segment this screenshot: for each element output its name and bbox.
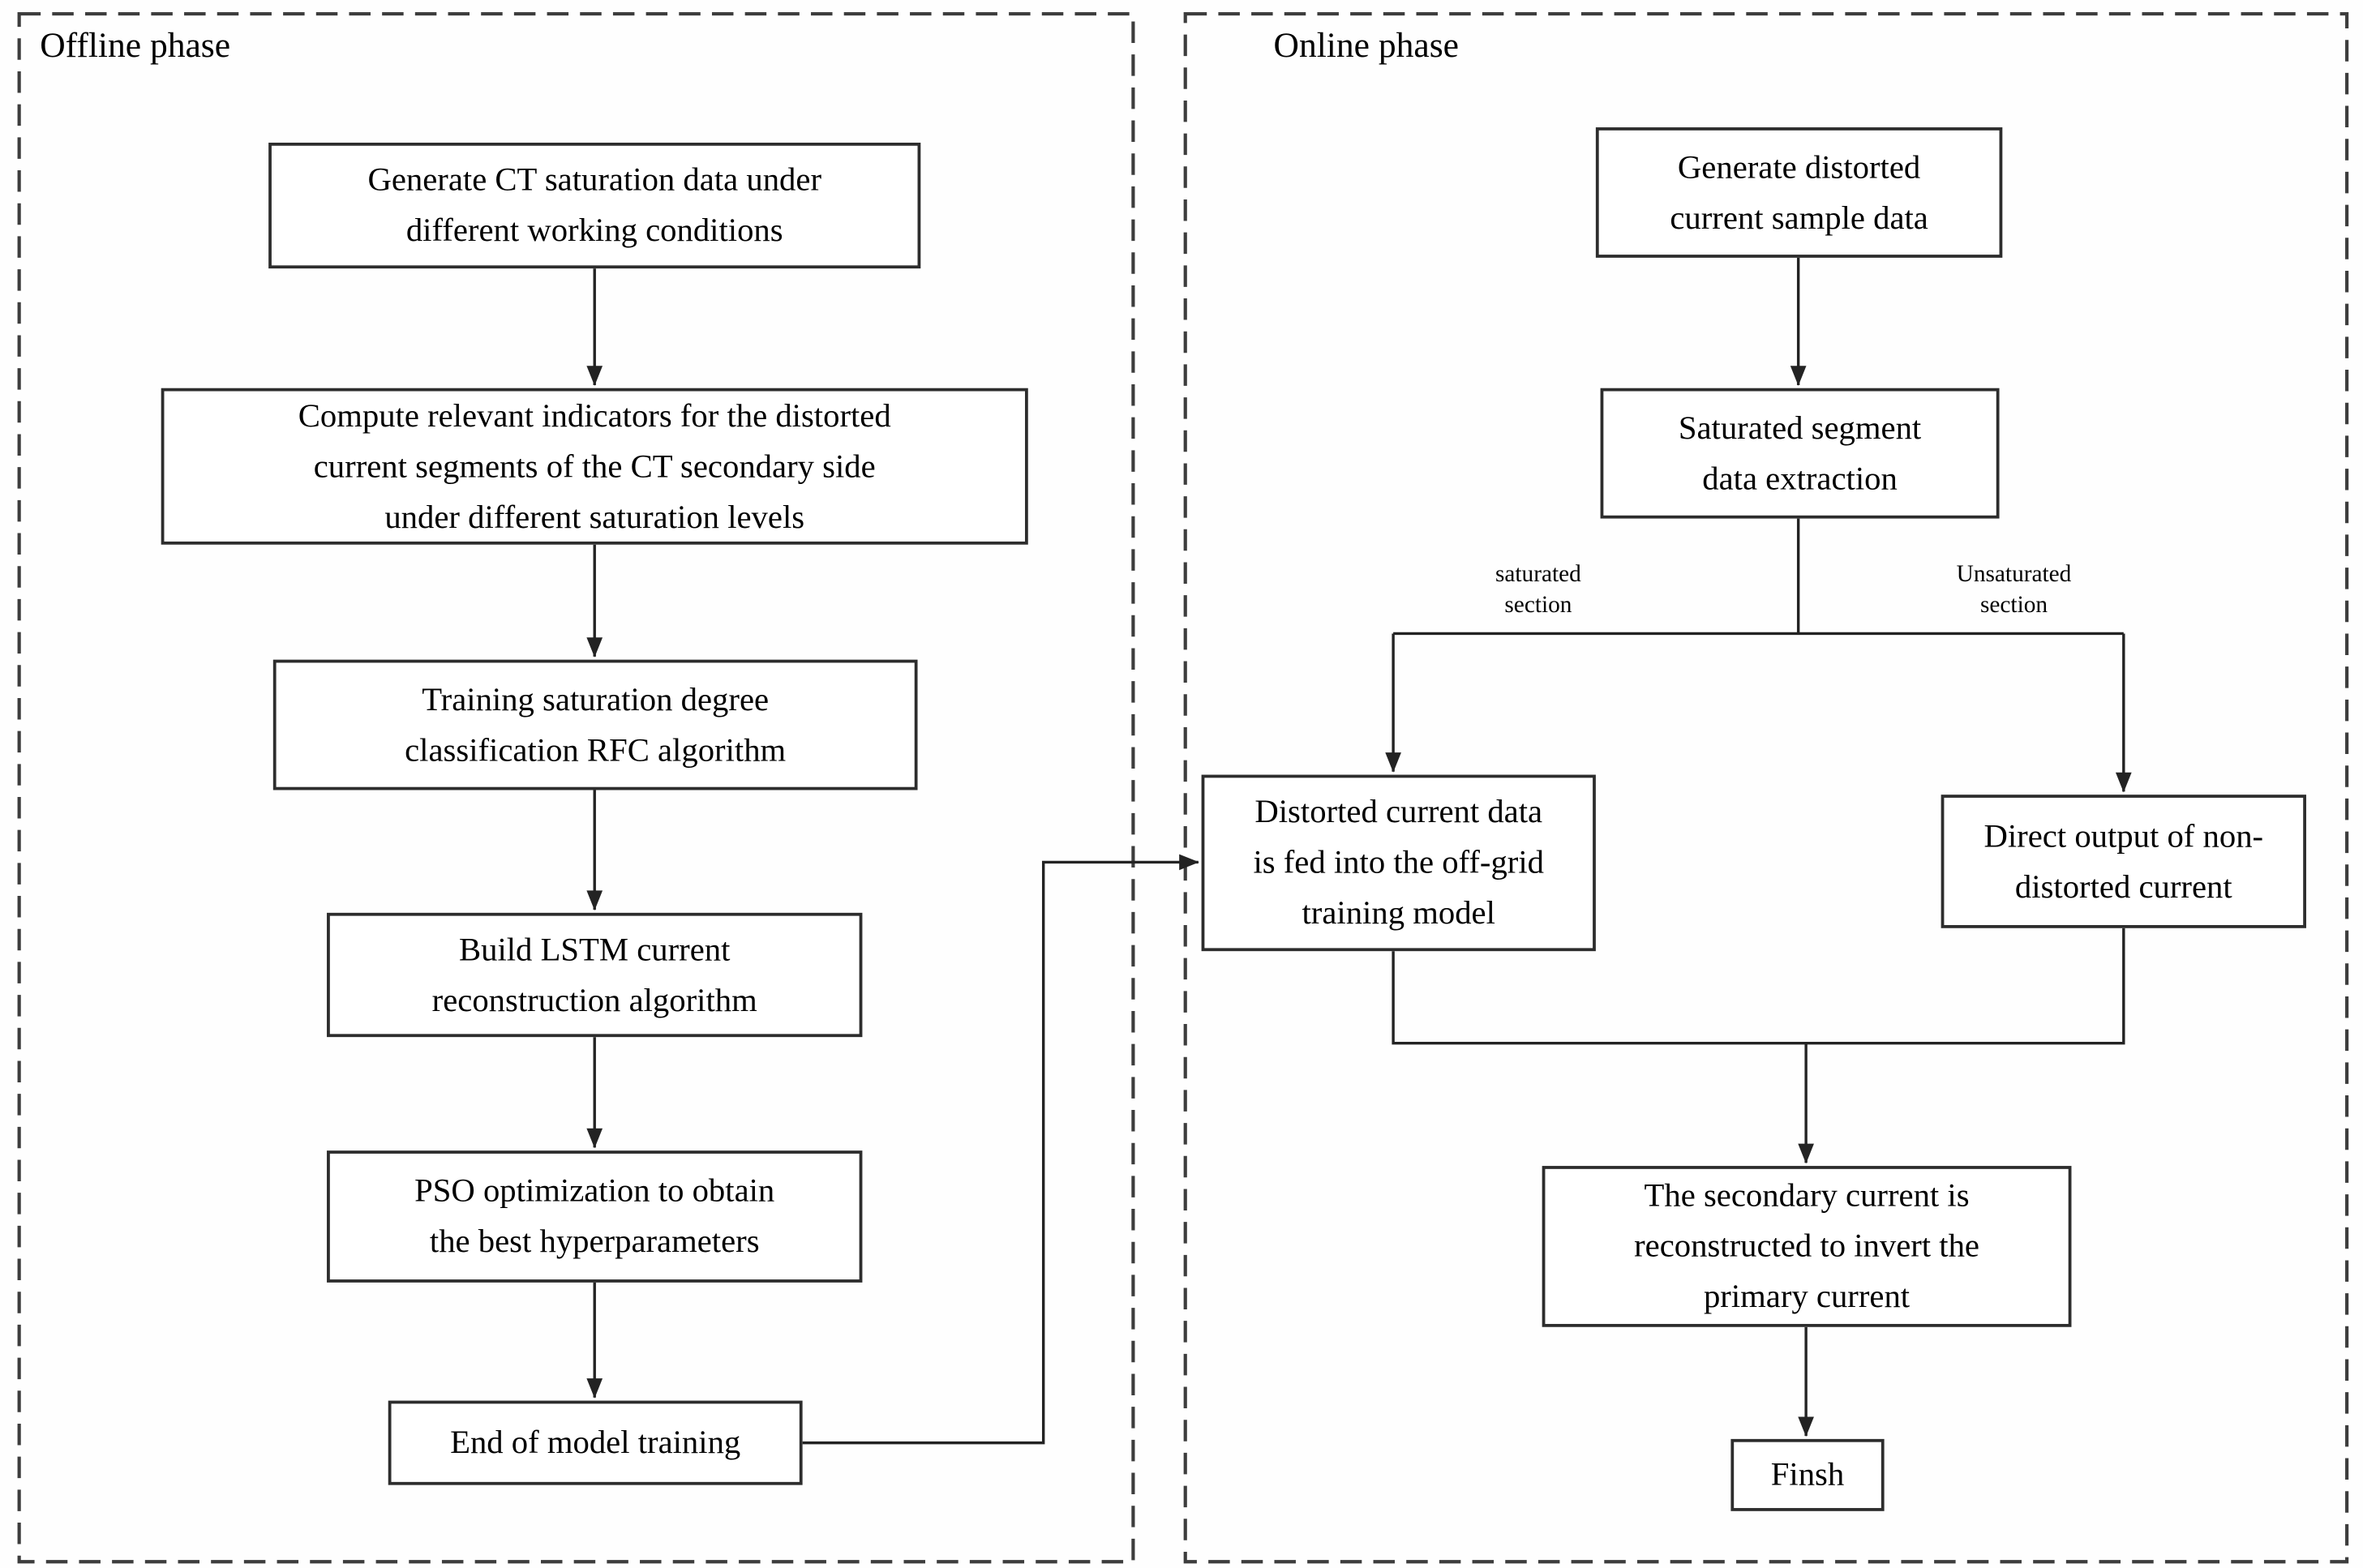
node-distorted-into-model: Distorted current data is fed into the o…	[1201, 774, 1596, 952]
node-compute-indicators: Compute relevant indicators for the dist…	[161, 388, 1028, 545]
edge-join-bar	[1392, 928, 2125, 1045]
node-generate-distorted-sample: Generate distorted current sample data	[1595, 127, 2003, 258]
node-direct-output: Direct output of non- distorted current	[1941, 795, 2306, 928]
offline-phase-title: Offline phase	[40, 26, 231, 65]
offline-phase-panel	[17, 11, 1135, 1564]
node-finish: Finsh	[1730, 1438, 1885, 1511]
node-build-lstm: Build LSTM current reconstruction algori…	[327, 912, 863, 1038]
node-saturated-extraction: Saturated segment data extraction	[1600, 388, 2000, 519]
edge-end-to-model	[802, 854, 1199, 1445]
edge-label-saturated-section: saturated section	[1495, 561, 1581, 619]
node-end-training: End of model training	[388, 1400, 803, 1485]
node-generate-ct-data: Generate CT saturation data under differ…	[268, 142, 921, 269]
edge-label-unsaturated-section: Unsaturated section	[1956, 561, 2072, 619]
node-reconstruct-secondary: The secondary current is reconstructed t…	[1542, 1166, 2072, 1327]
online-phase-title: Online phase	[1273, 26, 1459, 65]
online-phase-panel	[1183, 11, 2349, 1564]
node-pso-optimization: PSO optimization to obtain the best hype…	[327, 1150, 863, 1283]
node-train-rfc: Training saturation degree classificatio…	[272, 659, 918, 790]
